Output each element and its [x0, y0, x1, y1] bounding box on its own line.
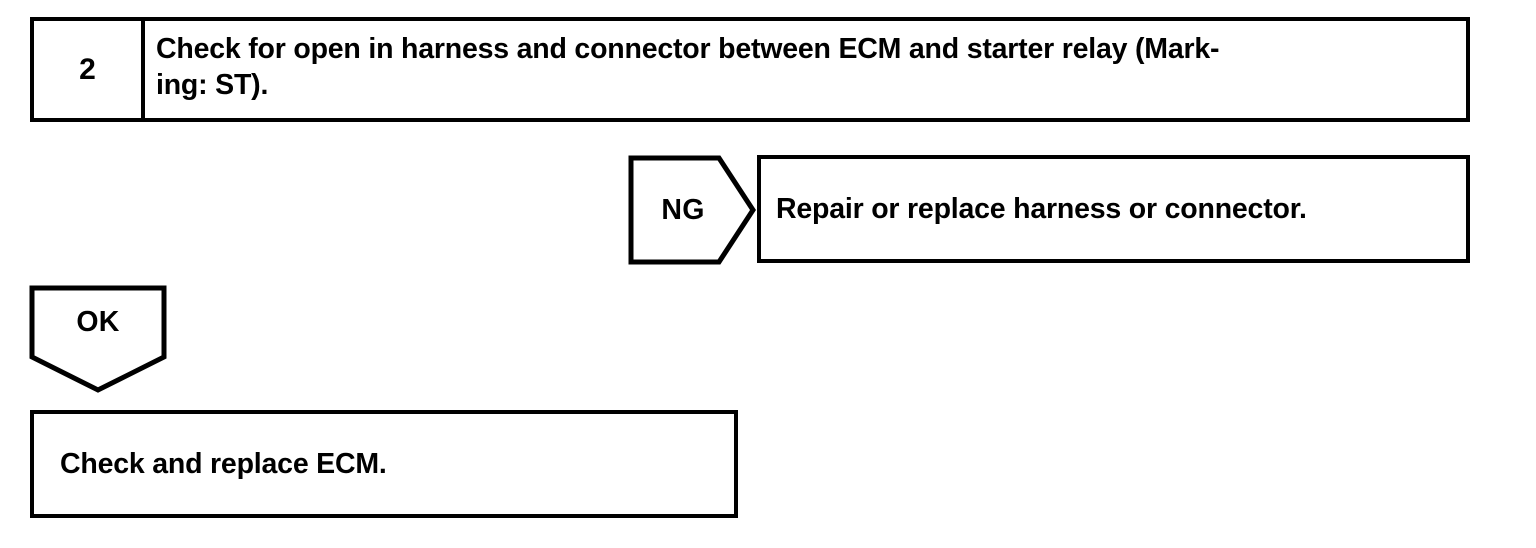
- ng-outcome-box: Repair or replace harness or connector.: [757, 155, 1470, 263]
- step-instruction-cell: Check for open in harness and connector …: [145, 21, 1466, 118]
- step-instruction-text: Check for open in harness and connector …: [156, 33, 1220, 102]
- ng-arrow-shape: [628, 155, 756, 265]
- step-number: 2: [79, 52, 96, 86]
- step-number-cell: 2: [34, 21, 145, 118]
- ng-outcome-text: Repair or replace harness or connector.: [776, 192, 1307, 225]
- ok-outcome-box: Check and replace ECM.: [30, 410, 738, 518]
- step-2-row: 2 Check for open in harness and connecto…: [30, 17, 1470, 122]
- ok-outcome-text: Check and replace ECM.: [60, 447, 387, 480]
- ok-arrow-shape: [29, 285, 167, 393]
